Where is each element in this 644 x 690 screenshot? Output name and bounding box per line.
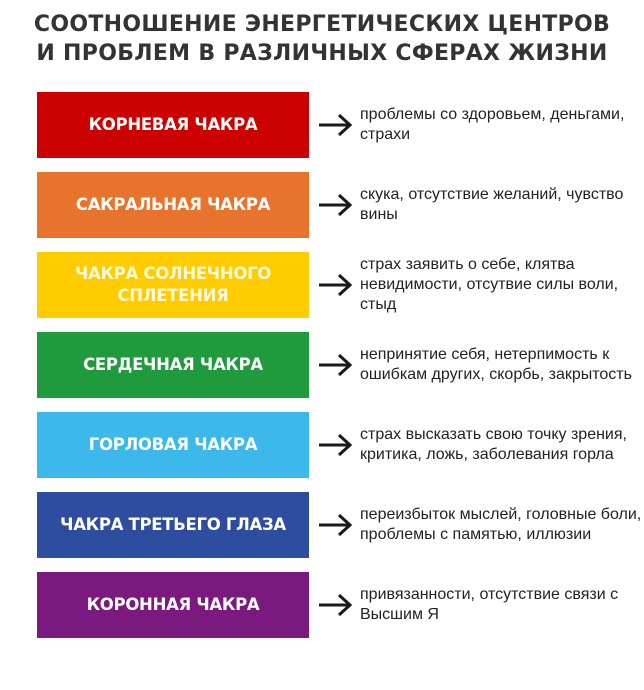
problem-description: страх заявить о себе, клятва невидимости… xyxy=(360,256,619,313)
title-line-1: СООТНОШЕНИЕ ЭНЕРГЕТИЧЕСКИХ ЦЕНТРОВ xyxy=(33,12,611,37)
arrow-right-icon xyxy=(319,593,353,617)
page-title: СООТНОШЕНИЕ ЭНЕРГЕТИЧЕСКИХ ЦЕНТРОВ И ПРО… xyxy=(0,10,644,68)
chakra-label-box: КОРОННАЯ ЧАКРА xyxy=(37,572,309,638)
chakra-label-box: САКРАЛЬНАЯ ЧАКРА xyxy=(37,172,309,238)
problem-description: страх высказать свою точку зрения, крити… xyxy=(360,426,627,463)
arrow-right-icon xyxy=(319,513,353,537)
arrow-right-icon xyxy=(319,433,353,457)
problem-description: привязанности, отсутствие связи с Высшим… xyxy=(360,586,619,623)
problem-description: скука, отсутствие желаний, чувство вины xyxy=(360,186,624,223)
arrow-right-icon xyxy=(319,193,353,217)
chakra-row: КОРОННАЯ ЧАКРА привязанности, отсутствие… xyxy=(37,572,637,638)
chakra-row: СЕРДЕЧНАЯ ЧАКРА непринятие себя, нетерпи… xyxy=(37,332,637,398)
problem-description: непринятие себя, нетерпимость к ошибкам … xyxy=(360,346,632,383)
title-line-2: И ПРОБЛЕМ В РАЗЛИЧНЫХ СФЕРАХ ЖИЗНИ xyxy=(36,41,608,66)
chakra-row: САКРАЛЬНАЯ ЧАКРА скука, отсутствие желан… xyxy=(37,172,637,238)
chakra-label-box: СЕРДЕЧНАЯ ЧАКРА xyxy=(37,332,309,398)
arrow-right-icon xyxy=(319,113,353,137)
chakra-row: ЧАКРА ТРЕТЬЕГО ГЛАЗА переизбыток мыслей,… xyxy=(37,492,641,558)
arrow-right-icon xyxy=(319,353,353,377)
problem-description: переизбыток мыслей, головные боли, пробл… xyxy=(360,506,642,543)
chakra-row: КОРНЕВАЯ ЧАКРА проблемы со здоровьем, де… xyxy=(37,92,637,158)
problem-description: проблемы со здоровьем, деньгами, страхи xyxy=(360,106,625,143)
chakra-row: ЧАКРА СОЛНЕЧНОГО СПЛЕТЕНИЯ страх заявить… xyxy=(37,252,637,318)
arrow-right-icon xyxy=(319,273,353,297)
chakra-label-box: ЧАКРА ТРЕТЬЕГО ГЛАЗА xyxy=(37,492,309,558)
chakra-label-box: ЧАКРА СОЛНЕЧНОГО СПЛЕТЕНИЯ xyxy=(37,252,309,318)
chakra-label-box: ГОРЛОВАЯ ЧАКРА xyxy=(37,412,309,478)
chakra-row: ГОРЛОВАЯ ЧАКРА страх высказать свою точк… xyxy=(37,412,637,478)
chakra-label-box: КОРНЕВАЯ ЧАКРА xyxy=(37,92,309,158)
